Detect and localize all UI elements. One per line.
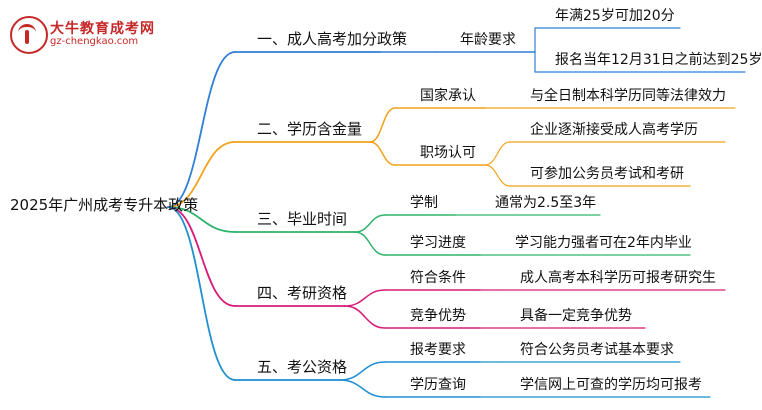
leaf-node-1-1-2: 报名当年12月31日之前达到25岁 <box>555 52 762 68</box>
leaf-node-3-2-1: 学习能力强者可在2年内毕业 <box>515 235 692 251</box>
branch-connector-3 <box>167 206 236 233</box>
child-node-3-2: 学习进度 <box>410 235 466 251</box>
logo: 大牛教育成考网 gz-chengkao.com <box>4 12 164 54</box>
leaf-connector-2-2-2 <box>484 164 511 187</box>
child-connector-3-1 <box>354 214 386 233</box>
branch-connector-2 <box>167 141 236 208</box>
logo-icon <box>10 16 48 54</box>
child-connector-3-2 <box>354 231 386 256</box>
child-connector-5-2 <box>339 379 386 398</box>
leaf-node-5-1-1: 符合公务员考试基本要求 <box>520 342 674 358</box>
branch-node-3: 三、毕业时间 <box>257 210 348 228</box>
child-node-4-2: 竞争优势 <box>410 308 466 324</box>
branch-node-5: 五、考公资格 <box>257 358 348 376</box>
leaf-connector-2-2-1 <box>484 141 511 166</box>
branch-node-1: 一、成人高考加分政策 <box>257 30 408 48</box>
leaf-node-4-2-1: 具备一定竞争优势 <box>520 308 632 324</box>
branch-connector-4 <box>167 206 236 307</box>
branch-connector-1 <box>167 51 236 208</box>
child-connector-4-2 <box>344 305 386 329</box>
root-node: 2025年广州成考专升本政策 <box>10 196 199 214</box>
child-node-2-2: 职场认可 <box>420 145 476 161</box>
child-node-3-1: 学制 <box>410 195 438 211</box>
child-node-5-1: 报考要求 <box>410 342 466 358</box>
logo-url: gz-chengkao.com <box>50 36 139 47</box>
child-node-2-1: 国家承认 <box>420 88 476 104</box>
leaf-node-2-2-2: 可参加公务员考试和考研 <box>530 166 684 182</box>
leaf-node-5-2-1: 学信网上可查的学历均可报考 <box>520 377 702 393</box>
child-node-1-1: 年龄要求 <box>460 32 516 48</box>
child-connector-2-1 <box>369 107 396 143</box>
child-connector-5-1 <box>339 361 386 381</box>
leaf-node-4-1-1: 成人高考本科学历可报考研究生 <box>520 270 716 286</box>
child-node-4-1: 符合条件 <box>410 270 466 286</box>
logo-title: 大牛教育成考网 <box>50 21 155 37</box>
leaf-node-2-2-1: 企业逐渐接受成人高考学历 <box>530 122 698 138</box>
leaf-node-2-1-1: 与全日制本科学历同等法律效力 <box>530 88 726 104</box>
branch-connector-5 <box>167 206 236 381</box>
child-connector-4-1 <box>344 289 386 307</box>
branch-node-4: 四、考研资格 <box>257 284 348 302</box>
child-connector-2-2 <box>369 141 396 166</box>
leaf-node-1-1-1: 年满25岁可加20分 <box>555 8 675 24</box>
leaf-node-3-1-1: 通常为2.5至3年 <box>495 195 597 211</box>
child-node-5-2: 学历查询 <box>410 377 466 393</box>
branch-node-2: 二、学历含金量 <box>257 120 363 138</box>
